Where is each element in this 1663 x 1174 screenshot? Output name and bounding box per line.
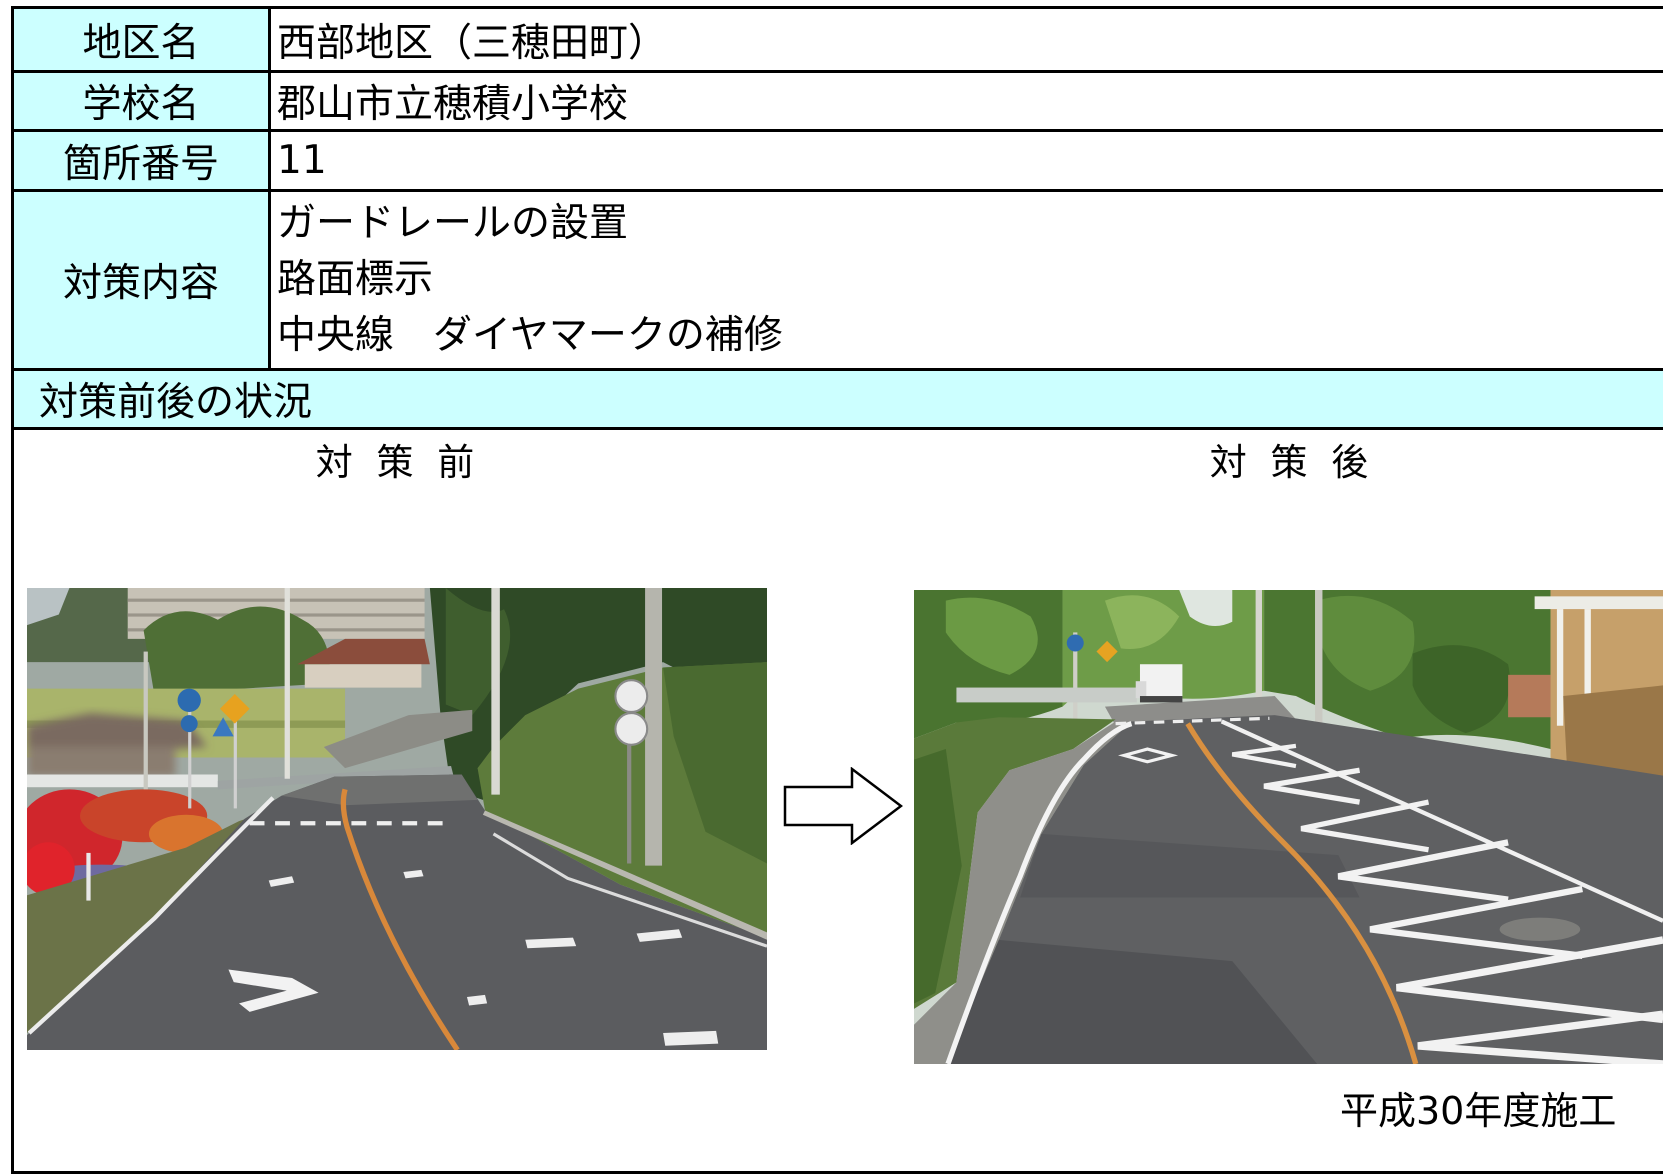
truck: [1135, 664, 1183, 703]
measures-row: 対策内容 ガードレールの設置 路面標示 中央線 ダイヤマークの補修: [11, 189, 1663, 368]
district-label: 地区名: [14, 9, 271, 70]
district-row: 地区名 西部地区（三穂田町）: [11, 6, 1663, 70]
location-number-label: 箇所番号: [14, 132, 271, 189]
before-photo: [27, 588, 767, 1050]
measure-item: ガードレールの設置: [277, 201, 629, 246]
school-value: 郡山市立穂積小学校: [277, 82, 629, 127]
section-header: 対策前後の状況: [11, 368, 1663, 427]
completion-note: 平成30年度施工: [1340, 1089, 1617, 1133]
measures-label: 対策内容: [14, 192, 271, 368]
school-label: 学校名: [14, 73, 271, 129]
before-heading: 対 策 前: [315, 441, 481, 484]
photo-area: [11, 427, 1663, 1174]
location-number-row: 箇所番号 11: [11, 129, 1663, 189]
utility-poles: [86, 588, 663, 901]
road-markings: [27, 788, 767, 1050]
road-markings: [945, 716, 1663, 1064]
road: [27, 774, 767, 1050]
roadside-embankment: [477, 662, 767, 940]
section-title: 対策前後の状況: [39, 380, 313, 425]
after-photo: [914, 590, 1663, 1064]
measure-item: 路面標示: [277, 257, 434, 302]
after-heading: 対 策 後: [1209, 441, 1375, 484]
school-row: 学校名 郡山市立穂積小学校: [11, 70, 1663, 129]
measure-item: 中央線 ダイヤマークの補修: [277, 313, 783, 358]
road-signs: [177, 679, 649, 864]
district-value: 西部地区（三穂田町）: [277, 20, 668, 66]
roadside-vegetation: [914, 717, 1132, 1064]
road: [945, 715, 1663, 1064]
measures-list: ガードレールの設置 路面標示 中央線 ダイヤマークの補修: [271, 192, 1663, 368]
right-arrow-icon: [783, 767, 903, 845]
location-number-value: 11: [277, 138, 327, 183]
